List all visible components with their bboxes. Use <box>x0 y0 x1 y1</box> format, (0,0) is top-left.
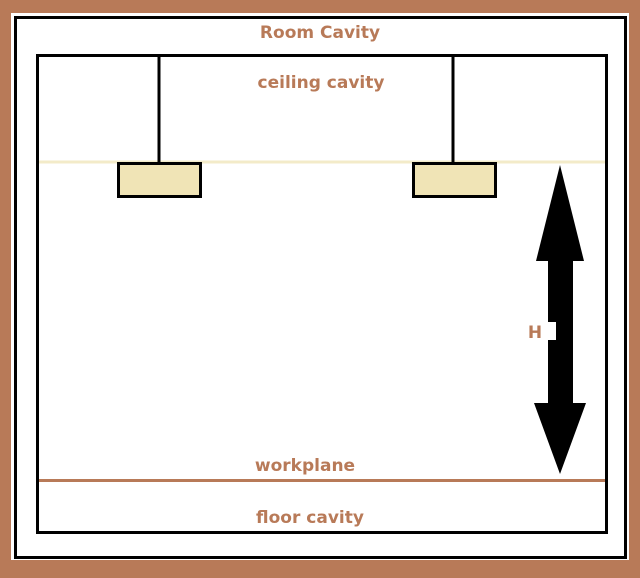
floor-cavity-label: floor cavity <box>256 508 364 528</box>
room-cavity-label: Room Cavity <box>260 23 380 43</box>
height-label: H <box>528 323 542 343</box>
workplane-label: workplane <box>255 456 355 476</box>
height-label-gap <box>545 322 556 340</box>
room-cavity-border <box>14 16 627 559</box>
inner-room-outline <box>36 54 608 534</box>
ceiling-cavity-label: ceiling cavity <box>258 73 385 93</box>
luminaire-right <box>412 162 497 198</box>
frame-inner <box>11 13 629 560</box>
luminaire-left <box>117 162 202 198</box>
height-arrow <box>534 165 586 474</box>
